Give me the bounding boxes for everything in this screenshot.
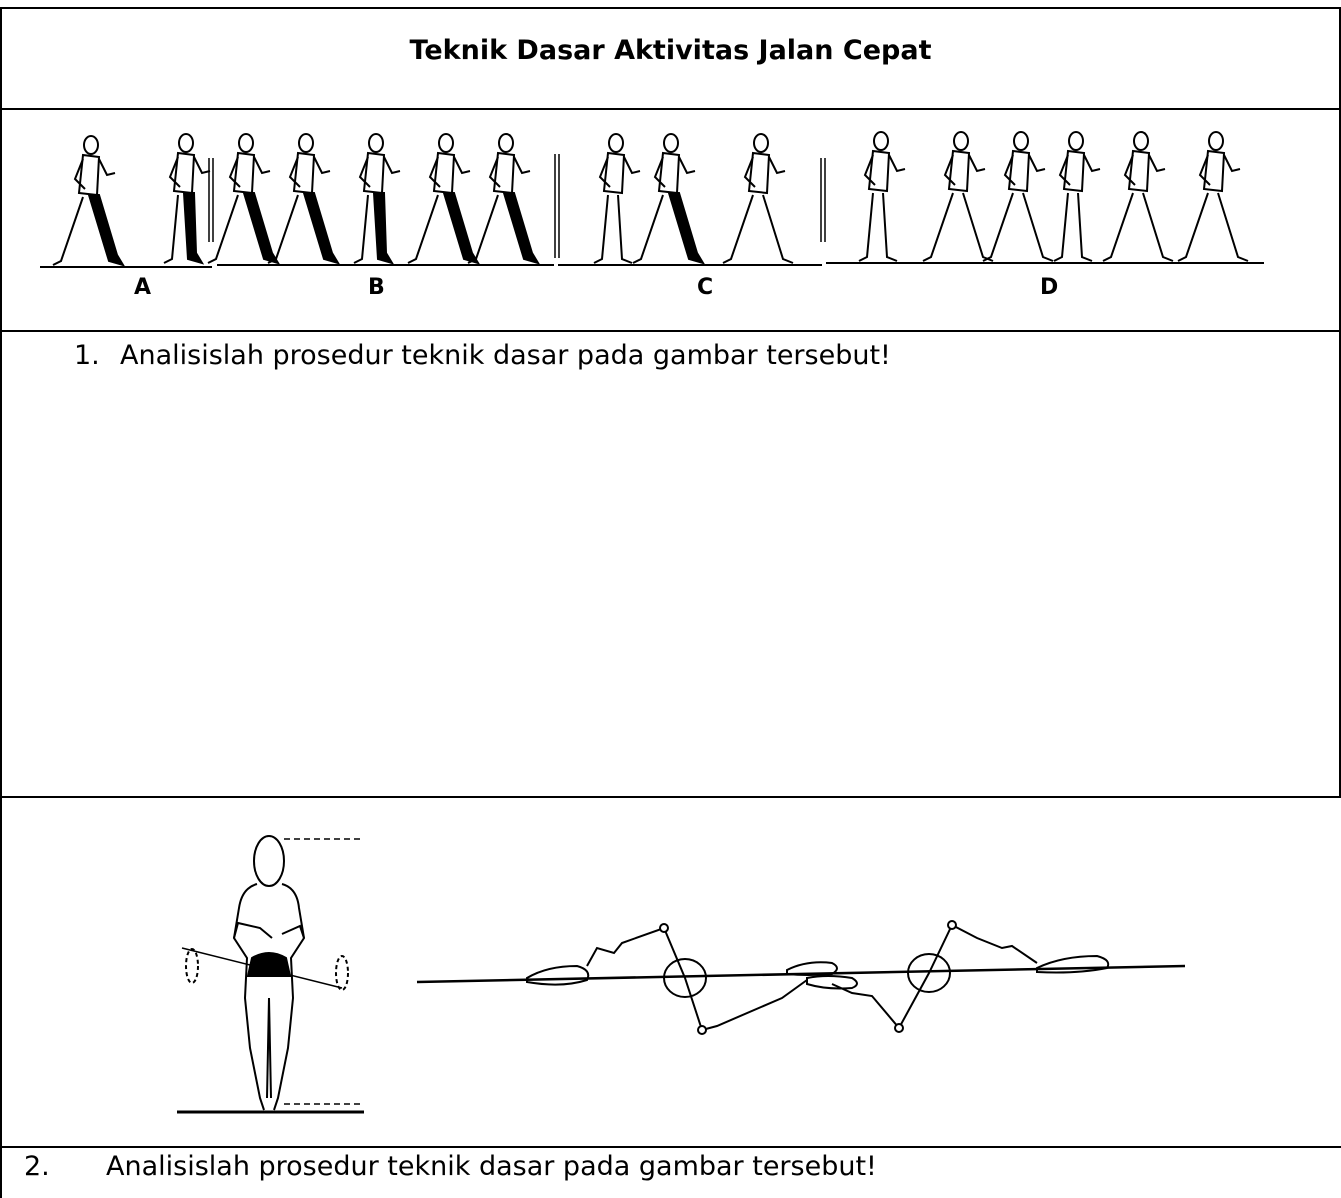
figure-label-c: C	[697, 275, 714, 300]
walker-figure	[1053, 131, 1101, 262]
walker-figure	[922, 131, 994, 262]
hip-rotation-figure-illustration	[177, 835, 364, 1114]
question-1: 1. Analisislah prosedur teknik dasar pada…	[74, 340, 891, 371]
walker-figure	[982, 131, 1054, 262]
walker-figure	[267, 133, 341, 265]
figure-label-b: B	[368, 275, 385, 300]
walker-figure	[593, 133, 641, 264]
question-2-number: 2.	[24, 1151, 50, 1182]
walker-figure	[467, 133, 541, 265]
walker-figure	[722, 133, 794, 264]
figure-1-cell: A B C D	[0, 108, 1341, 330]
walker-figure	[1102, 131, 1174, 262]
walker-figure	[858, 131, 906, 262]
page-title: Teknik Dasar Aktivitas Jalan Cepat	[409, 35, 932, 66]
walker-figure	[207, 133, 281, 265]
figure-label-a: A	[134, 275, 152, 300]
walker-figure	[52, 135, 126, 267]
walker-figure	[632, 133, 706, 265]
foot-placement-diagram	[416, 920, 1186, 1035]
title-cell: Teknik Dasar Aktivitas Jalan Cepat	[0, 7, 1341, 108]
walker-figure	[407, 133, 481, 265]
walker-figure	[163, 133, 211, 265]
walker-figure	[1177, 131, 1249, 262]
question-1-number: 1.	[74, 340, 100, 371]
figure-2-cell	[0, 796, 1341, 1146]
figure-2-illustrations	[177, 835, 1186, 1114]
question-2-cell: 2. Analisislah prosedur teknik dasar pada…	[0, 1146, 1341, 1198]
figure-label-d: D	[1040, 275, 1059, 300]
question-2-text: Analisislah prosedur teknik dasar pada g…	[106, 1151, 877, 1182]
question-1-text: Analisislah prosedur teknik dasar pada g…	[120, 340, 891, 371]
race-walker-sequence-illustration	[40, 131, 1264, 268]
walker-figure	[353, 133, 401, 265]
question-2: 2. Analisislah prosedur teknik dasar pada…	[24, 1151, 877, 1182]
question-1-cell: 1. Analisislah prosedur teknik dasar pada…	[0, 330, 1341, 796]
